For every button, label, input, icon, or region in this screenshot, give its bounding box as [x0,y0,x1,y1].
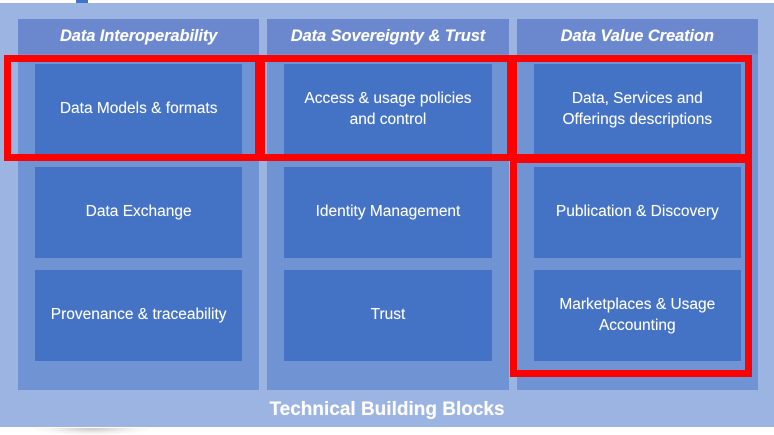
building-block-provenance-traceability[interactable]: Provenance & traceability [35,270,243,361]
building-block-access-usage-policies-and-control[interactable]: Access & usage policies and control [284,64,492,155]
pillar-column-data-value-creation: Data Value Creation Data, Services and O… [516,19,758,390]
technical-building-blocks-panel: Data Interoperability Data Models & form… [0,3,774,427]
pillar-column-data-sovereignty-trust: Data Sovereignty & Trust Access & usage … [267,19,509,390]
building-block-label: Trust [370,306,406,324]
pillar-columns: Data Interoperability Data Models & form… [18,19,758,390]
building-block-data-exchange[interactable]: Data Exchange [35,167,243,258]
diagram-caption: Technical Building Blocks [269,399,505,420]
building-block-label: Data Models & formats [59,100,218,118]
pillar-column-data-interoperability: Data Interoperability Data Models & form… [18,19,260,390]
building-block-label: Provenance & traceability [50,306,227,324]
building-block-label: Identity Management [315,203,461,221]
building-block-publication-discovery[interactable]: Publication & Discovery [533,167,741,258]
building-block-data-models-formats[interactable]: Data Models & formats [35,64,243,155]
building-block-label: Marketplaces & Usage Accounting [559,295,716,334]
building-block-label: Access & usage policies and control [304,89,472,128]
building-block-label: Publication & Discovery [555,203,719,221]
building-block-label: Data Exchange [85,203,192,221]
bottom-shadow-artifact [36,428,148,435]
pillar-header-data-sovereignty-trust: Data Sovereignty & Trust [267,19,509,54]
building-block-label: Data, Services and Offerings description… [562,89,713,128]
top-edge-fragment [76,0,88,4]
pillar-header-data-interoperability: Data Interoperability [18,19,260,54]
pillar-header-data-value-creation: Data Value Creation [516,19,758,54]
pillar-cells-data-sovereignty-trust: Access & usage policies and control Iden… [267,54,508,390]
pillar-cells-data-interoperability: Data Models & formats Data Exchange Prov… [18,54,259,390]
pillar-cells-data-value-creation: Data, Services and Offerings description… [517,54,758,390]
building-block-trust[interactable]: Trust [284,270,492,361]
building-block-data-services-offerings-descriptions[interactable]: Data, Services and Offerings description… [533,64,741,155]
building-block-identity-management[interactable]: Identity Management [284,167,492,258]
building-block-marketplaces-usage-accounting[interactable]: Marketplaces & Usage Accounting [533,270,741,361]
